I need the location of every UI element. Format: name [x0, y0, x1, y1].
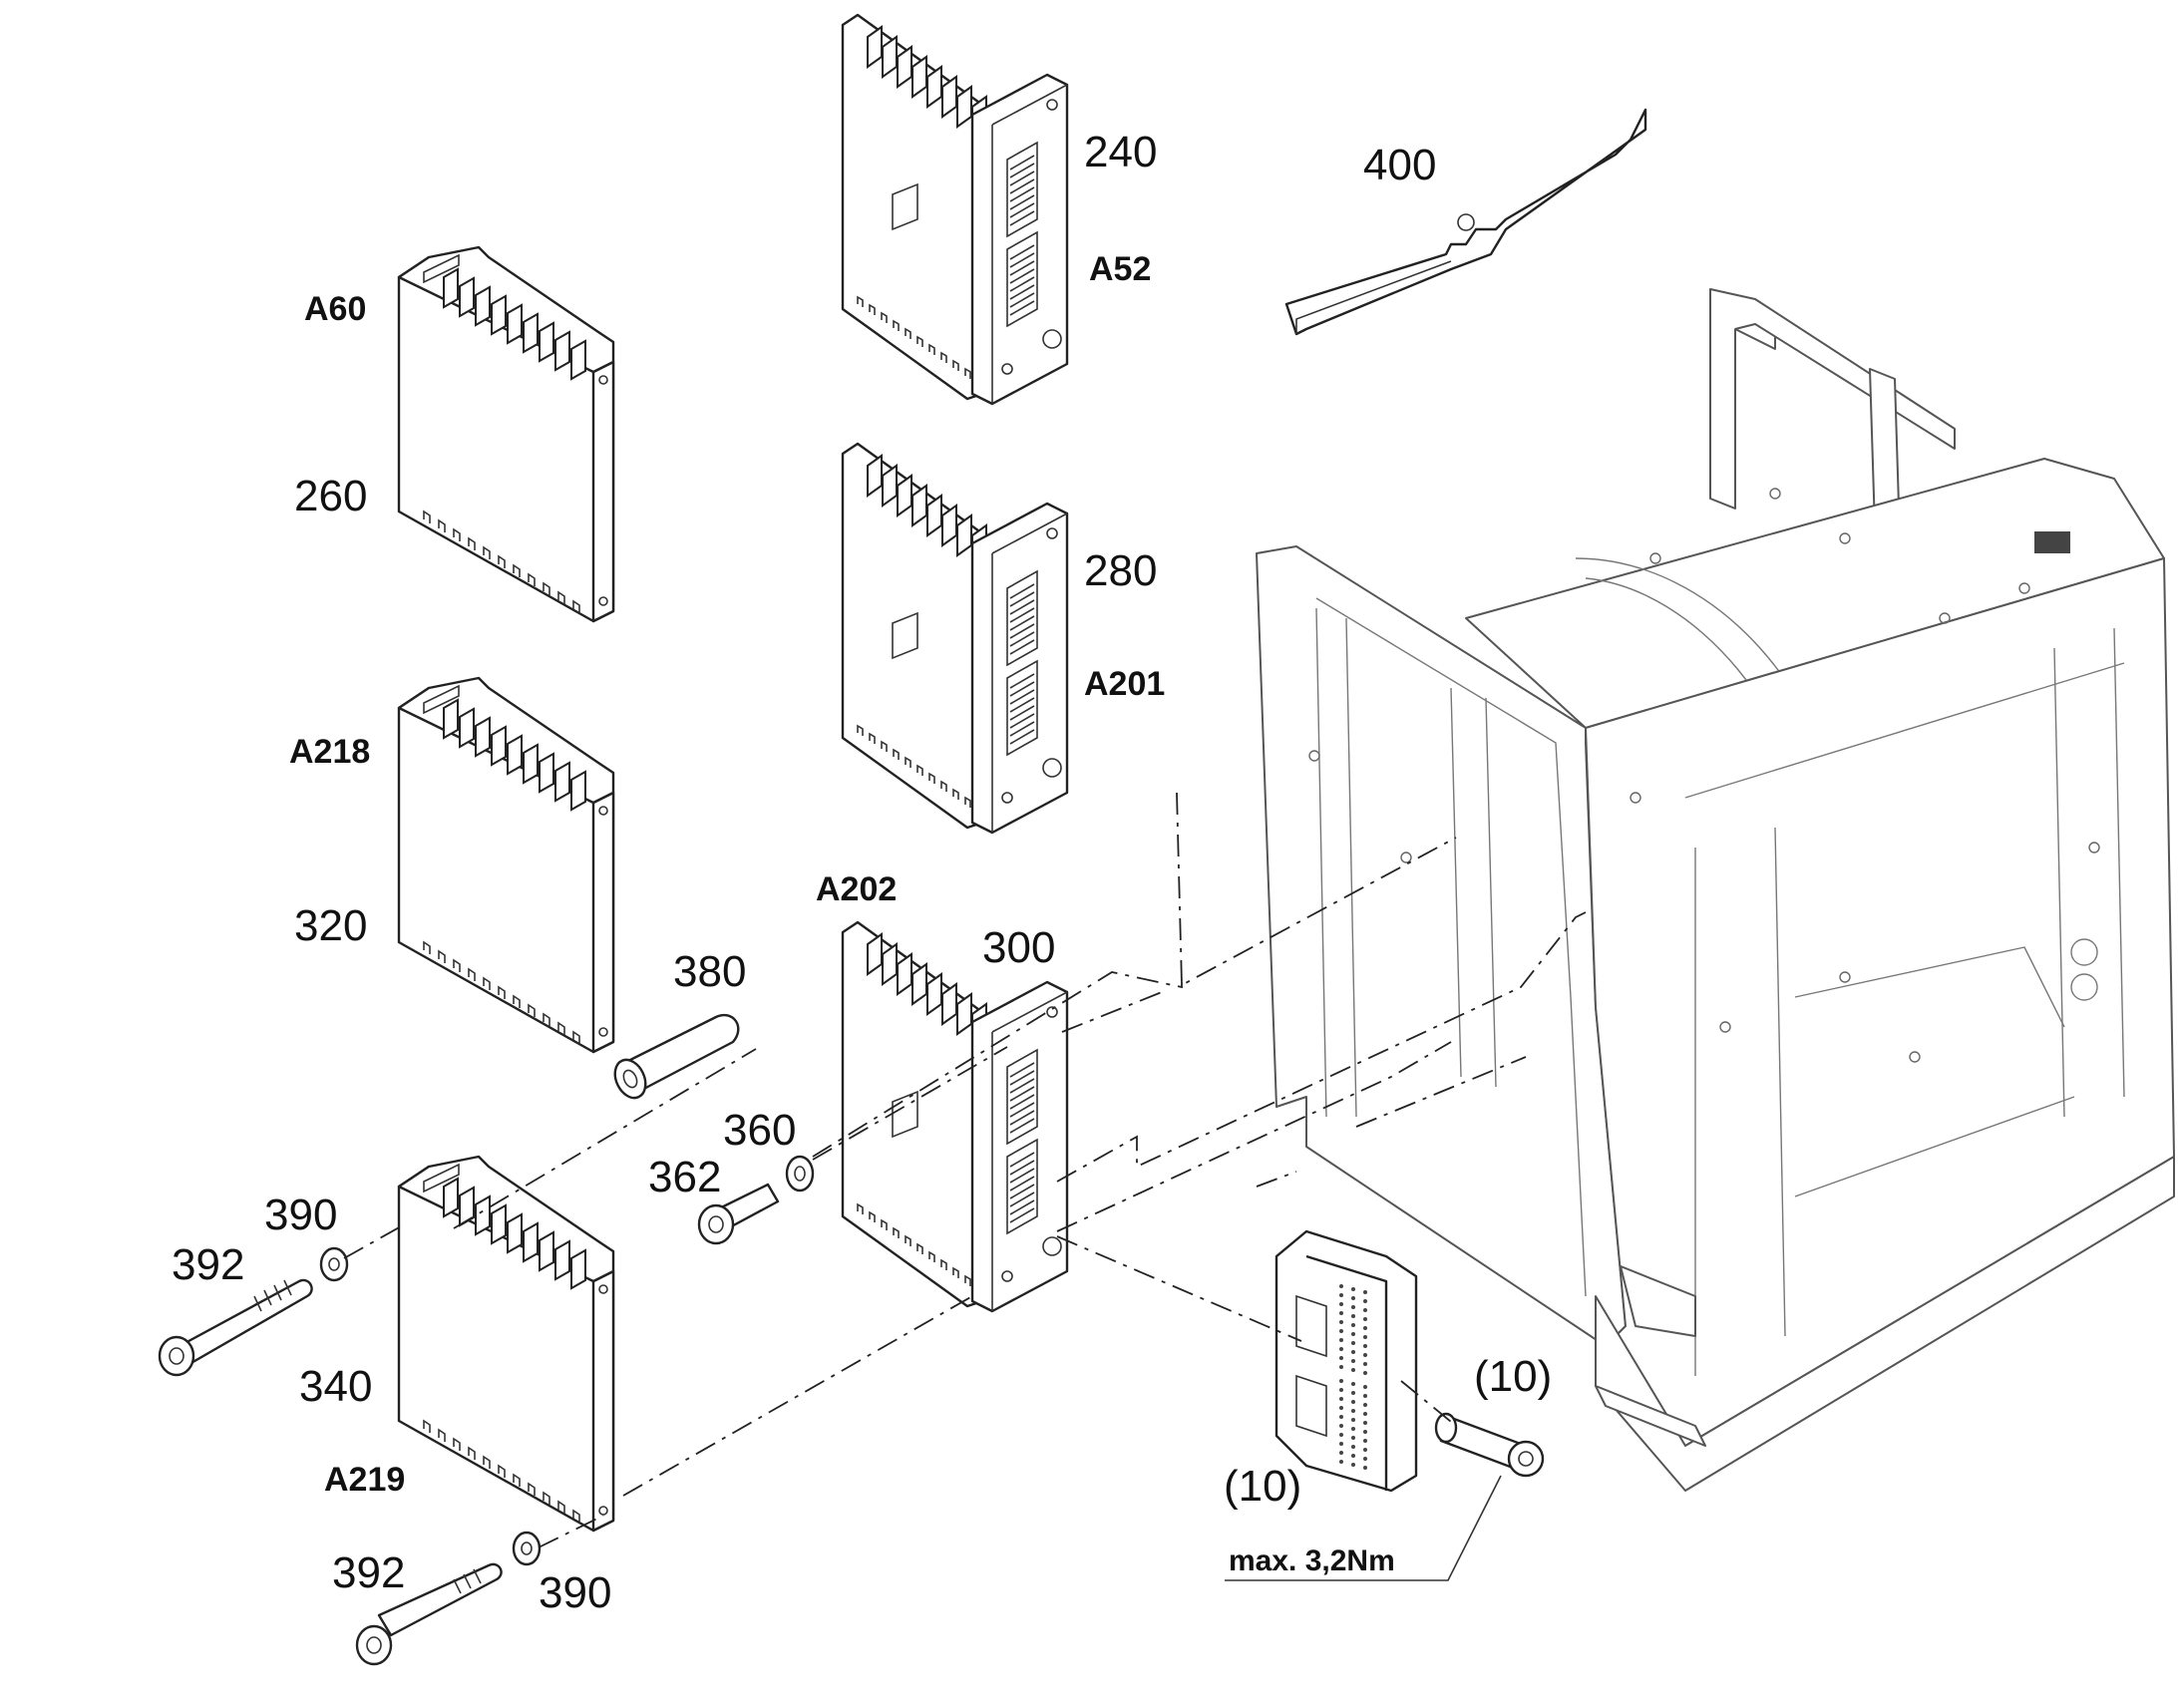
- label-a60: A60: [304, 290, 366, 328]
- label-390-bottom: 390: [539, 1568, 611, 1617]
- control-unit-280: [841, 442, 1069, 835]
- bracket-400: [1284, 108, 1647, 336]
- spacer-380: [613, 1013, 740, 1100]
- control-unit-260: [397, 245, 615, 623]
- label-300: 300: [982, 923, 1055, 972]
- connector-screw-10: [1434, 1412, 1545, 1478]
- label-362: 362: [648, 1153, 721, 1201]
- label-240: 240: [1084, 128, 1157, 176]
- labels: A60 260 A218 320 340 A219 240 A52 280 A2…: [172, 128, 1552, 1617]
- label-10-left: (10): [1224, 1462, 1301, 1511]
- label-400: 400: [1363, 141, 1436, 189]
- control-unit-320: [397, 676, 615, 1054]
- label-340: 340: [299, 1362, 372, 1411]
- washer-390-top: [319, 1246, 349, 1282]
- label-320: 320: [294, 901, 367, 950]
- label-390-top: 390: [264, 1191, 337, 1239]
- screw-362: [697, 1183, 780, 1245]
- label-260: 260: [294, 472, 367, 520]
- label-a202: A202: [816, 870, 897, 908]
- washer-390-bottom: [512, 1531, 542, 1566]
- label-torque: max. 3,2Nm: [1229, 1544, 1395, 1577]
- label-a201: A201: [1084, 665, 1165, 703]
- connector-10: [1274, 1229, 1418, 1493]
- left-heatsink-units: [397, 245, 615, 1533]
- label-a218: A218: [289, 733, 370, 771]
- label-280: 280: [1084, 546, 1157, 595]
- label-a52: A52: [1089, 250, 1151, 288]
- control-unit-240: [841, 13, 1069, 406]
- control-unit-340: [397, 1155, 615, 1533]
- control-unit-300: [841, 920, 1069, 1313]
- label-a219: A219: [324, 1461, 405, 1499]
- label-380: 380: [673, 947, 746, 996]
- washer-360: [785, 1155, 815, 1193]
- screw-392-top: [158, 1278, 313, 1377]
- label-360: 360: [723, 1106, 796, 1155]
- label-10-right: (10): [1474, 1352, 1552, 1401]
- chassis-frame: [1256, 288, 2175, 1492]
- frame-label-plate: [2034, 531, 2070, 553]
- label-392-top: 392: [172, 1240, 244, 1289]
- middle-control-units: [841, 13, 1069, 1313]
- assembly-lines: [343, 792, 1587, 1548]
- torque-leader-line: [1225, 1475, 1502, 1581]
- screw-392-bottom: [355, 1562, 503, 1666]
- label-392-bottom: 392: [332, 1548, 405, 1597]
